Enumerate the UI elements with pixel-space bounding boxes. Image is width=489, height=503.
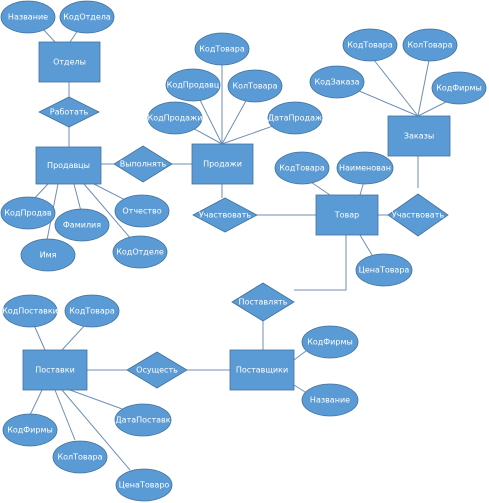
attribute-postavki-tsenatovaro: ЦенаТоваро xyxy=(115,468,173,502)
attribute-label: КодТовара xyxy=(199,45,245,54)
entity-label: Товар xyxy=(334,211,359,220)
attribute-label: КодОтделе xyxy=(116,248,164,257)
attribute-label: КодОтдела xyxy=(63,13,111,22)
entity-prodazhi: Продажи xyxy=(191,143,254,185)
entity-prodavtsy: Продавцы xyxy=(35,146,102,185)
attribute-postavshchiki-nazvanie: Название xyxy=(301,383,359,417)
relationship-label: Осущесть xyxy=(136,366,178,375)
entity-zakazy: Заказы xyxy=(387,115,451,157)
attribute-label: Название xyxy=(8,13,48,22)
attribute-postavki-kodpostavki: КодПоставки xyxy=(2,294,58,328)
attribute-label: Название xyxy=(310,396,350,405)
entity-label: Продавцы xyxy=(47,161,90,170)
attribute-otdely-kodotdela: КодОтдела xyxy=(59,0,115,34)
attribute-prodavtsy-imya: Имя xyxy=(20,238,76,272)
attribute-label: КолТовара xyxy=(57,453,102,462)
attribute-otdely-nazvanie: Название xyxy=(0,0,56,34)
attribute-label: КодПродав xyxy=(4,209,52,218)
attribute-zakazy-kodzakaza: КодЗаказа xyxy=(309,65,365,99)
relationship-osushchest: Осущесть xyxy=(126,351,188,389)
relationship-uchastvovat-1: Участвовать xyxy=(192,197,258,233)
entity-label: Отделы xyxy=(53,58,86,67)
attribute-tovar-kodtovara: КодТовара xyxy=(274,151,330,185)
attribute-zakazy-koltovara: КолТовара xyxy=(402,28,458,62)
attribute-prodazhi-koltovara: КолТовара xyxy=(227,69,283,103)
attribute-tovar-tsenatovara: ЦенаТовара xyxy=(355,253,413,287)
attribute-label: КодФирмы xyxy=(436,84,482,93)
entity-label: Поставщики xyxy=(236,366,288,375)
relationship-label: Участвовать xyxy=(392,211,444,220)
attribute-prodavtsy-otchestvo: Отчество xyxy=(114,194,170,228)
connector xyxy=(33,324,46,351)
connector xyxy=(61,389,131,471)
relationship-postavlyat: Поставлять xyxy=(231,282,295,322)
attribute-label: КодПоставки xyxy=(2,307,58,316)
connector xyxy=(69,389,126,411)
relationship-label: Участвовать xyxy=(199,211,251,220)
connector xyxy=(29,389,43,416)
connector xyxy=(54,389,76,441)
connector xyxy=(61,324,86,351)
attribute-label: КодПродажи xyxy=(148,114,203,123)
attribute-label: Имя xyxy=(40,251,57,260)
attribute-prodavtsy-familiya: Фамилия xyxy=(54,208,110,242)
attribute-label: ЦенаТовара xyxy=(359,266,410,275)
attribute-tovar-naimenovan: Наименован xyxy=(336,151,394,185)
relationship-label: Работать xyxy=(50,108,89,117)
attribute-postavki-koltovara: КолТовара xyxy=(52,440,108,474)
attribute-postavki-kodfirmy: КодФирмы xyxy=(2,413,58,447)
relationship-label: Поставлять xyxy=(239,298,288,307)
attribute-label: Фамилия xyxy=(63,221,101,230)
entity-otdely: Отделы xyxy=(38,41,101,83)
attribute-label: КодФирмы xyxy=(7,426,53,435)
connector xyxy=(83,183,133,241)
attribute-label: КодПродавц xyxy=(167,81,220,90)
connector xyxy=(294,235,347,291)
entity-label: Продажи xyxy=(203,160,242,169)
connector xyxy=(417,54,431,117)
relationship-label: Выполнять xyxy=(120,160,167,169)
attribute-label: КодЗаказа xyxy=(314,78,359,87)
entity-postavshchiki: Поставщики xyxy=(229,349,295,391)
attribute-zakazy-kodtovara: КодТовара xyxy=(342,28,398,62)
attribute-label: КолТовара xyxy=(232,82,277,91)
relationship-uchastvovat-2: Участвовать xyxy=(387,193,449,237)
attribute-prodavtsy-kodprodav: КодПродав xyxy=(0,196,56,230)
attribute-postavki-datapostavk: ДатаПоставк xyxy=(114,403,172,437)
attribute-label: Отчество xyxy=(122,207,161,216)
relationship-rabotat: Работать xyxy=(38,96,100,128)
connector xyxy=(369,54,419,117)
attribute-label: ДатаПродаж xyxy=(268,114,322,123)
connector xyxy=(359,234,373,256)
attribute-label: КолТовара xyxy=(407,41,452,50)
entity-label: Поставки xyxy=(35,366,75,375)
attribute-prodazhi-kodprodazhi: КодПродажи xyxy=(148,101,203,135)
attribute-label: КодТовара xyxy=(347,41,393,50)
entity-postavki: Поставки xyxy=(22,349,88,391)
attribute-prodazhi-dataprodazh: ДатаПродаж xyxy=(267,101,323,135)
relationship-vypolnyat: Выполнять xyxy=(113,145,173,183)
attribute-label: КодФирмы xyxy=(307,338,353,347)
attribute-label: КодТовара xyxy=(69,307,115,316)
attribute-label: ЦенаТоваро xyxy=(119,481,170,490)
attribute-label: ДатаПоставк xyxy=(115,416,170,425)
attribute-zakazy-kodfirmy: КодФирмы xyxy=(431,71,487,105)
attribute-postavshchiki-kodfirmy: КодФирмы xyxy=(301,325,359,359)
attribute-label: Наименован xyxy=(339,164,391,173)
attribute-label: КодТовара xyxy=(279,164,325,173)
attribute-prodazhi-kodprodavts: КодПродавц xyxy=(165,68,221,102)
attribute-prodazhi-kodtovara: КодТовара xyxy=(194,32,250,66)
attribute-prodavtsy-kodotdele: КодОтделе xyxy=(112,235,168,269)
entity-tovar: Товар xyxy=(315,194,379,236)
entity-label: Заказы xyxy=(404,132,434,141)
attribute-postavki-kodtovara: КодТовара xyxy=(64,294,120,328)
